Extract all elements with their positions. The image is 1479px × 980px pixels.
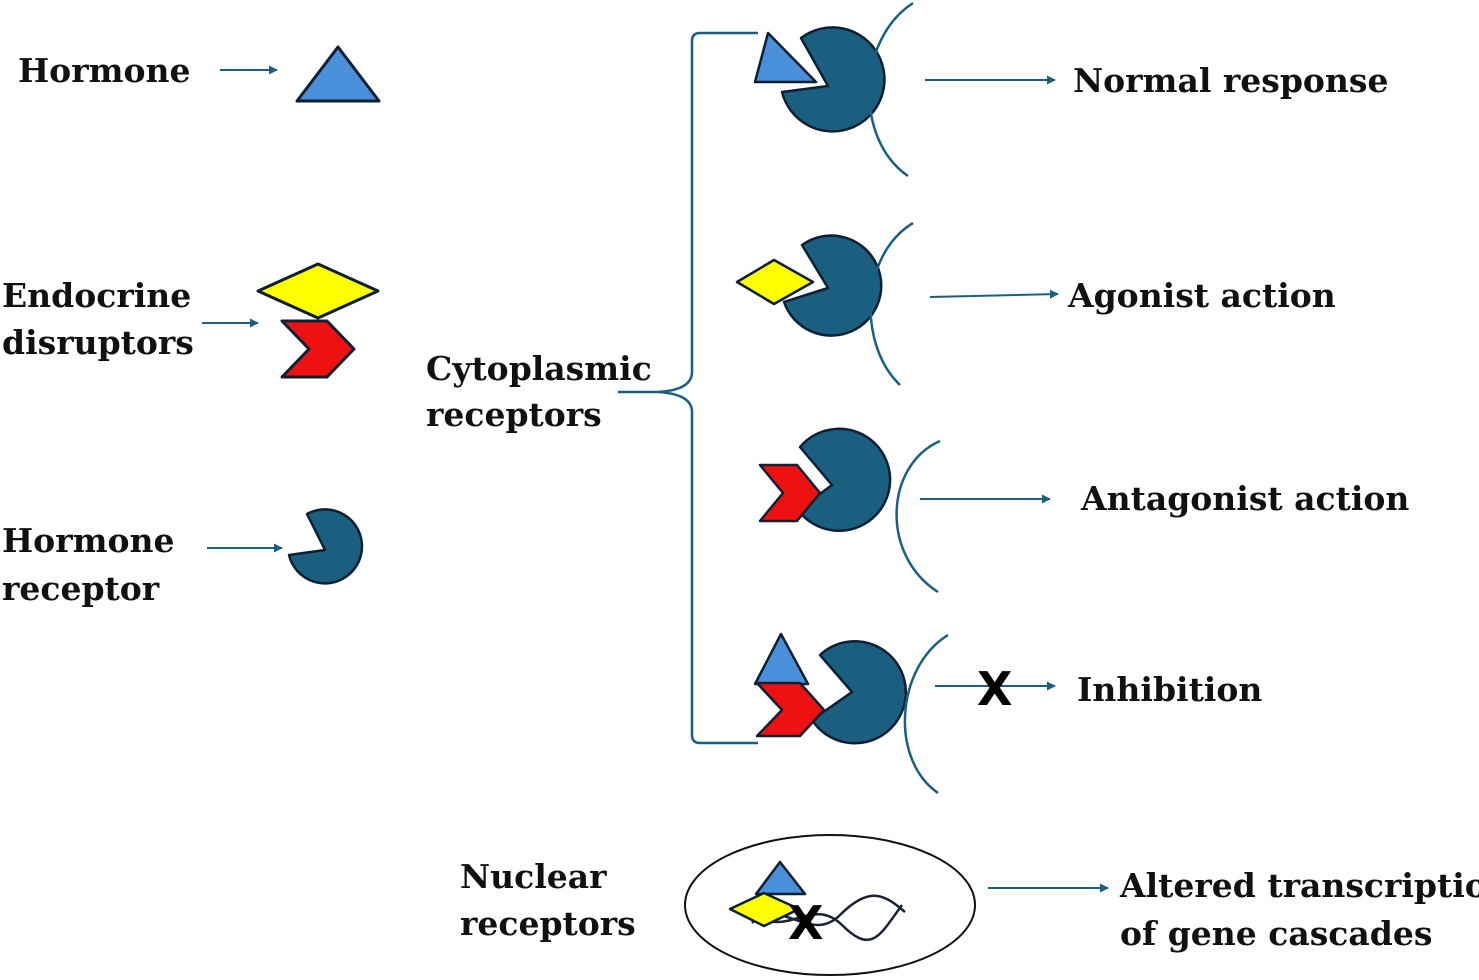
normal-response-row: Normal response xyxy=(753,1,1389,178)
yellow-diamond-icon xyxy=(256,262,380,320)
red-chevron-icon xyxy=(755,681,826,738)
red-chevron-icon xyxy=(758,463,822,523)
nuclear-outcome-line2: of gene cascades xyxy=(1120,914,1432,953)
cell-membrane-arc xyxy=(903,633,949,795)
hormone-triangle-icon xyxy=(753,632,810,686)
legend-hormone-label: Hormone xyxy=(18,51,191,90)
cytoplasmic-section: Cytoplasmic receptors Normal response Ag… xyxy=(426,1,1409,795)
receptor-pacman-icon xyxy=(782,234,883,337)
nuclear-section: Nuclear receptors X Altered transcriptio… xyxy=(460,834,1479,976)
agonist-action-row: Agonist action xyxy=(735,221,1336,386)
dna-strand-icon xyxy=(754,904,904,942)
receptor-pacman-icon xyxy=(796,427,892,533)
normal-response-label: Normal response xyxy=(1073,61,1389,100)
hormone-triangle-icon xyxy=(753,31,818,84)
nucleus-ellipse xyxy=(684,834,976,976)
inhibition-row: X Inhibition xyxy=(753,632,1262,795)
legend-disruptors-label-line1: Endocrine xyxy=(2,276,191,315)
legend: Hormone Endocrine disruptors Hormone rec… xyxy=(2,45,381,608)
cytoplasmic-label-line2: receptors xyxy=(426,395,602,434)
hormone-triangle-icon xyxy=(754,860,807,896)
legend-receptor-label-line1: Hormone xyxy=(2,521,175,560)
receptor-pacman-icon xyxy=(810,640,908,745)
pacman-receptor-icon xyxy=(287,508,364,585)
legend-disruptors-label-line2: disruptors xyxy=(2,323,194,362)
nuclear-outcome-line1: Altered transcription xyxy=(1119,866,1479,905)
inhibition-block-mark: X xyxy=(977,662,1012,716)
agonist-action-arrow xyxy=(929,289,1059,299)
yellow-diamond-icon xyxy=(728,891,801,928)
nuclear-block-mark: X xyxy=(788,896,823,950)
cell-membrane-arc xyxy=(868,1,914,178)
nuclear-label-line2: receptors xyxy=(460,904,636,943)
cytoplasmic-brace xyxy=(618,31,758,745)
cytoplasmic-label-line1: Cytoplasmic xyxy=(426,349,652,388)
agonist-action-label: Agonist action xyxy=(1067,276,1336,315)
cell-membrane-arc xyxy=(895,439,941,594)
receptor-pacman-icon xyxy=(780,26,886,133)
legend-receptor-label-line2: receptor xyxy=(2,569,160,608)
antagonist-action-label: Antagonist action xyxy=(1080,479,1409,518)
hormone-triangle-icon xyxy=(295,45,381,103)
antagonist-action-row: Antagonist action xyxy=(758,427,1409,594)
yellow-diamond-icon xyxy=(735,258,815,306)
red-chevron-icon xyxy=(280,319,356,379)
nuclear-label-line1: Nuclear xyxy=(460,857,607,896)
inhibition-label: Inhibition xyxy=(1077,670,1262,709)
cell-membrane-arc xyxy=(869,221,914,386)
